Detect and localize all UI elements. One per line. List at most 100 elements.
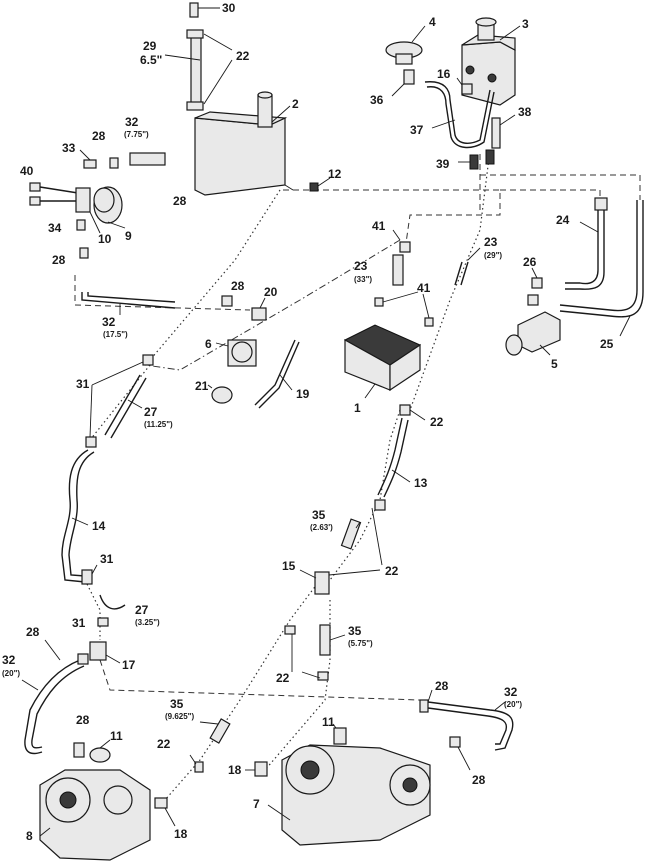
- fitting-11-right: [332, 723, 347, 745]
- pump-8: [39, 769, 151, 861]
- label-30: 30: [222, 1, 236, 15]
- fittings-39: [458, 149, 495, 170]
- label-27-a: 27: [144, 405, 158, 419]
- hose-23-29in: [454, 247, 481, 286]
- connection-lines: [74, 149, 641, 801]
- hose-32-left: [21, 639, 89, 755]
- hose-23-33in: [374, 229, 434, 327]
- hose-19: [254, 339, 300, 409]
- label-13: 13: [414, 476, 428, 490]
- label-11-left: 11: [110, 729, 123, 743]
- label-32-upper: 32: [125, 115, 139, 129]
- label-17: 17: [122, 658, 136, 672]
- label-21: 21: [195, 379, 209, 393]
- label-27-b-length: (3.25"): [135, 618, 160, 627]
- label-41-b: 41: [417, 281, 431, 295]
- hose-13: [374, 404, 426, 511]
- tee-17: [89, 641, 121, 664]
- label-28-d: 28: [231, 279, 245, 293]
- label-35-a-length: (2.63'): [310, 523, 333, 532]
- label-14: 14: [92, 519, 106, 533]
- hose-24: [565, 197, 608, 290]
- label-19: 19: [296, 387, 310, 401]
- label-27-a-length: (11.25"): [144, 420, 173, 429]
- fitting-18-left: [154, 797, 176, 827]
- label-7: 7: [253, 797, 260, 811]
- fitting-12: [309, 177, 331, 192]
- callout-labels: 30 29 6.5" 22 4 3 16 36 2 37 38 39 32 (7…: [2, 1, 614, 843]
- label-35-b-length: (5.75"): [348, 639, 373, 648]
- label-22-d: 22: [276, 671, 290, 685]
- label-4: 4: [429, 15, 436, 29]
- label-2: 2: [292, 97, 299, 111]
- label-22-e: 22: [157, 737, 171, 751]
- label-22-b: 22: [430, 415, 444, 429]
- label-35-c: 35: [170, 697, 184, 711]
- label-31-c: 31: [72, 616, 86, 630]
- label-35-c-length: (9.625"): [165, 712, 194, 721]
- label-1: 1: [354, 401, 361, 415]
- label-5: 5: [551, 357, 558, 371]
- label-34: 34: [48, 221, 62, 235]
- label-27-b: 27: [135, 603, 149, 617]
- label-32-lower: 32: [102, 315, 116, 329]
- fitting-28-right: [449, 736, 471, 771]
- sensor-6: [215, 339, 257, 367]
- label-28-b: 28: [173, 194, 187, 208]
- label-11-right: 11: [322, 715, 335, 729]
- label-37: 37: [410, 123, 424, 137]
- label-8: 8: [26, 829, 33, 843]
- label-36: 36: [370, 93, 384, 107]
- label-23-b: 23: [484, 235, 498, 249]
- fittings-34-28: [76, 219, 89, 259]
- label-26: 26: [523, 255, 537, 269]
- hose-35-mid: [284, 624, 346, 681]
- hose-32-right: [419, 689, 514, 751]
- label-15: 15: [282, 559, 296, 573]
- label-38: 38: [518, 105, 532, 119]
- label-32-left-length: (20"): [2, 669, 20, 678]
- label-28-c: 28: [52, 253, 66, 267]
- hose-32-upper: [79, 149, 166, 169]
- hose-29: [164, 29, 233, 111]
- tube-32-lower: [81, 292, 176, 315]
- label-22-c: 22: [385, 564, 399, 578]
- hose-27-upper: [85, 354, 154, 448]
- fittings-11-28-left: [73, 739, 111, 763]
- hose-14: [61, 449, 95, 583]
- label-29: 29: [143, 39, 157, 53]
- label-12: 12: [328, 167, 342, 181]
- label-10: 10: [98, 232, 112, 246]
- hose-35-upper: [340, 507, 383, 566]
- hose-25: [559, 200, 644, 337]
- label-32-upper-length: (7.75"): [124, 130, 149, 139]
- label-41-a: 41: [372, 219, 386, 233]
- reservoir-tank-2: [194, 91, 294, 196]
- pump-7: [267, 744, 431, 846]
- label-31-b: 31: [100, 552, 114, 566]
- fittings-low: [189, 754, 268, 777]
- hose-27-lower: [81, 564, 126, 627]
- fitting-38: [491, 114, 516, 149]
- label-18-mid: 18: [228, 763, 242, 777]
- label-16: 16: [437, 67, 451, 81]
- label-23-a: 23: [354, 259, 368, 273]
- label-33: 33: [62, 141, 76, 155]
- tee-15: [299, 569, 381, 595]
- label-28-f: 28: [435, 679, 449, 693]
- label-28-a: 28: [92, 129, 106, 143]
- label-28-e: 28: [26, 625, 40, 639]
- label-35-a: 35: [312, 508, 326, 522]
- label-6: 6: [205, 337, 212, 351]
- label-31-a: 31: [76, 377, 90, 391]
- label-3: 3: [522, 17, 529, 31]
- label-32-lower-length: (17.5"): [103, 330, 128, 339]
- fitting-36: [391, 69, 415, 97]
- valve-5: [505, 311, 561, 356]
- label-29-length: 6.5": [140, 53, 162, 67]
- label-28-h: 28: [472, 773, 486, 787]
- label-28-g: 28: [76, 713, 90, 727]
- hose-37: [424, 77, 495, 149]
- label-40: 40: [20, 164, 34, 178]
- label-18-left: 18: [174, 827, 188, 841]
